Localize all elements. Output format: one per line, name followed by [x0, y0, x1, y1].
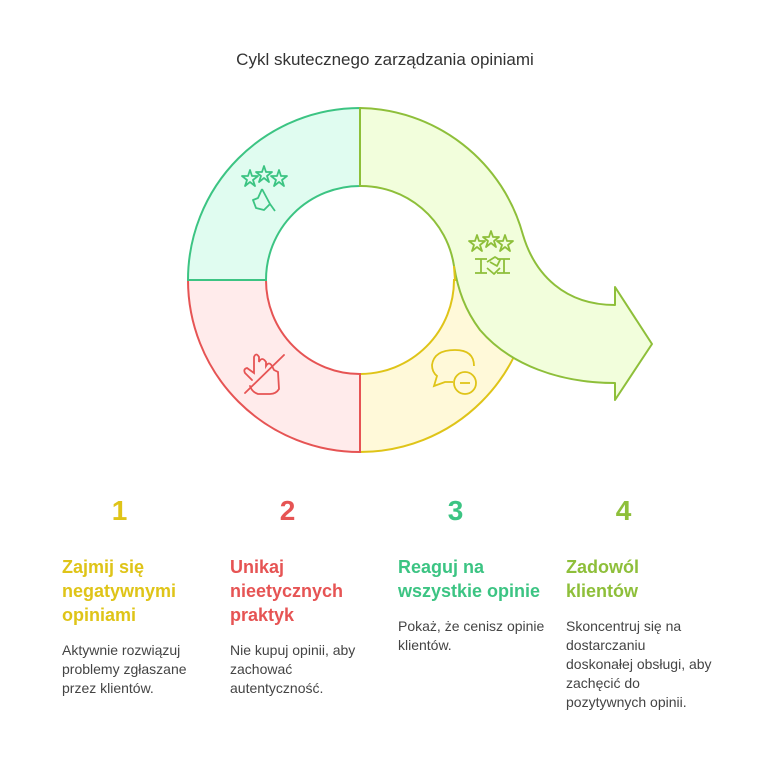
step-description: Nie kupuj opinii, aby zachować autentycz… [230, 642, 356, 696]
diagram-title: Cykl skutecznego zarządzania opiniami [236, 50, 534, 69]
step-1: 1 Zajmij się negatywnymi opiniami Aktywn… [62, 495, 212, 698]
step-number: 2 [279, 495, 296, 526]
step-heading: Unikaj nieetycznych praktyk [230, 557, 344, 625]
step-heading: Zajmij się negatywnymi opiniami [62, 557, 177, 625]
hand-slash-icon [243, 353, 285, 395]
stars-handshake-icon [468, 230, 514, 275]
step-number: 1 [111, 495, 128, 526]
step-heading: Reaguj na wszystkie opinie [398, 557, 541, 601]
step-description: Skoncentruj się na dostarczaniu doskonał… [566, 618, 712, 710]
step-heading: Zadowól klientów [566, 557, 639, 601]
step-description: Aktywnie rozwiązuj problemy zgłaszane pr… [62, 642, 187, 696]
step-number: 3 [447, 495, 464, 526]
segment-green [186, 106, 361, 281]
cycle-diagram [186, 106, 653, 454]
step-2: 2 Unikaj nieetycznych praktyk Nie kupuj … [230, 495, 380, 698]
stars-hand-icon [241, 165, 288, 212]
step-3: 3 Reaguj na wszystkie opinie Pokaż, że c… [398, 495, 548, 655]
step-4: 4 Zadowól klientów Skoncentruj się na do… [566, 495, 716, 712]
step-number: 4 [615, 495, 632, 526]
speech-bubble-minus-icon [431, 349, 477, 395]
step-description: Pokaż, że cenisz opinie klientów. [398, 618, 545, 653]
segment-lime-arrow [359, 107, 653, 401]
